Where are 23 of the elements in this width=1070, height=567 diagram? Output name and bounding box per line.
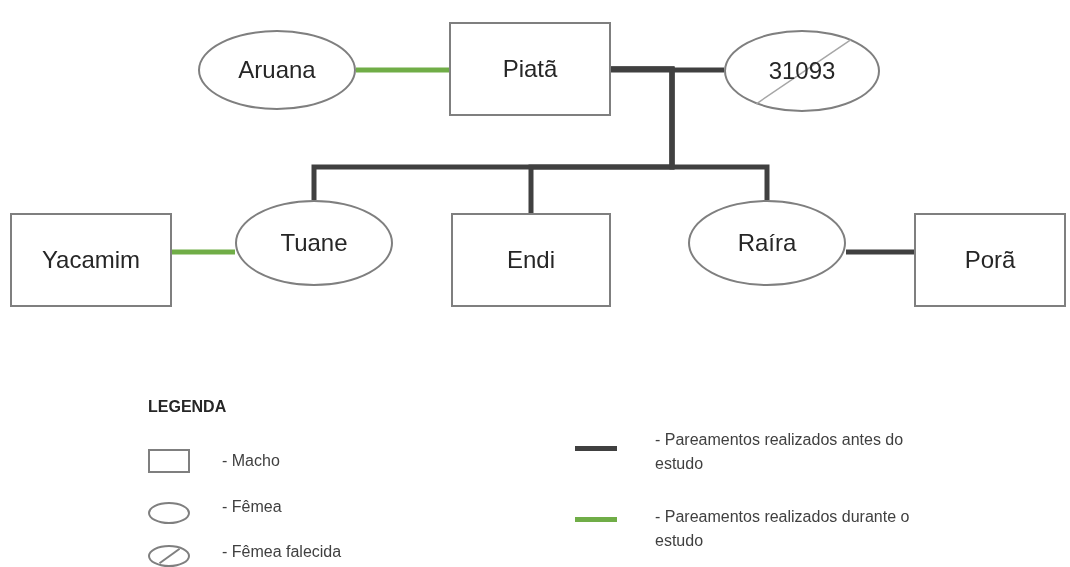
pairing-line bbox=[846, 249, 914, 255]
node-label: Porã bbox=[964, 246, 1016, 274]
node-label: Aruana bbox=[238, 56, 316, 84]
pairing-line bbox=[172, 249, 235, 255]
legend-text: - Macho bbox=[222, 451, 281, 471]
node-label: Endi bbox=[506, 246, 555, 274]
node-label: Tuane bbox=[280, 229, 348, 257]
pairing-line bbox=[356, 67, 449, 73]
legend-text: - Pareamentos realizados durante o estudo bbox=[655, 507, 911, 551]
rectangle-node bbox=[451, 213, 611, 307]
pairing-line bbox=[611, 67, 724, 73]
rectangle-node bbox=[449, 22, 611, 116]
rectangle-node bbox=[10, 213, 172, 307]
rectangle-node bbox=[914, 213, 1066, 307]
pairing-line bbox=[611, 66, 770, 200]
node-label: Yacamim bbox=[41, 246, 141, 274]
legend-text: - Fêmea falecida bbox=[222, 542, 343, 562]
node-label: Piatã bbox=[502, 55, 558, 83]
node-label: 31093 bbox=[768, 57, 836, 85]
legend-text: - Pareamentos realizados antes do estudo bbox=[655, 430, 905, 474]
node-label: Raíra bbox=[737, 229, 797, 257]
legend-title: LEGENDA bbox=[148, 398, 227, 416]
legend-text: - Fêmea bbox=[222, 497, 283, 517]
